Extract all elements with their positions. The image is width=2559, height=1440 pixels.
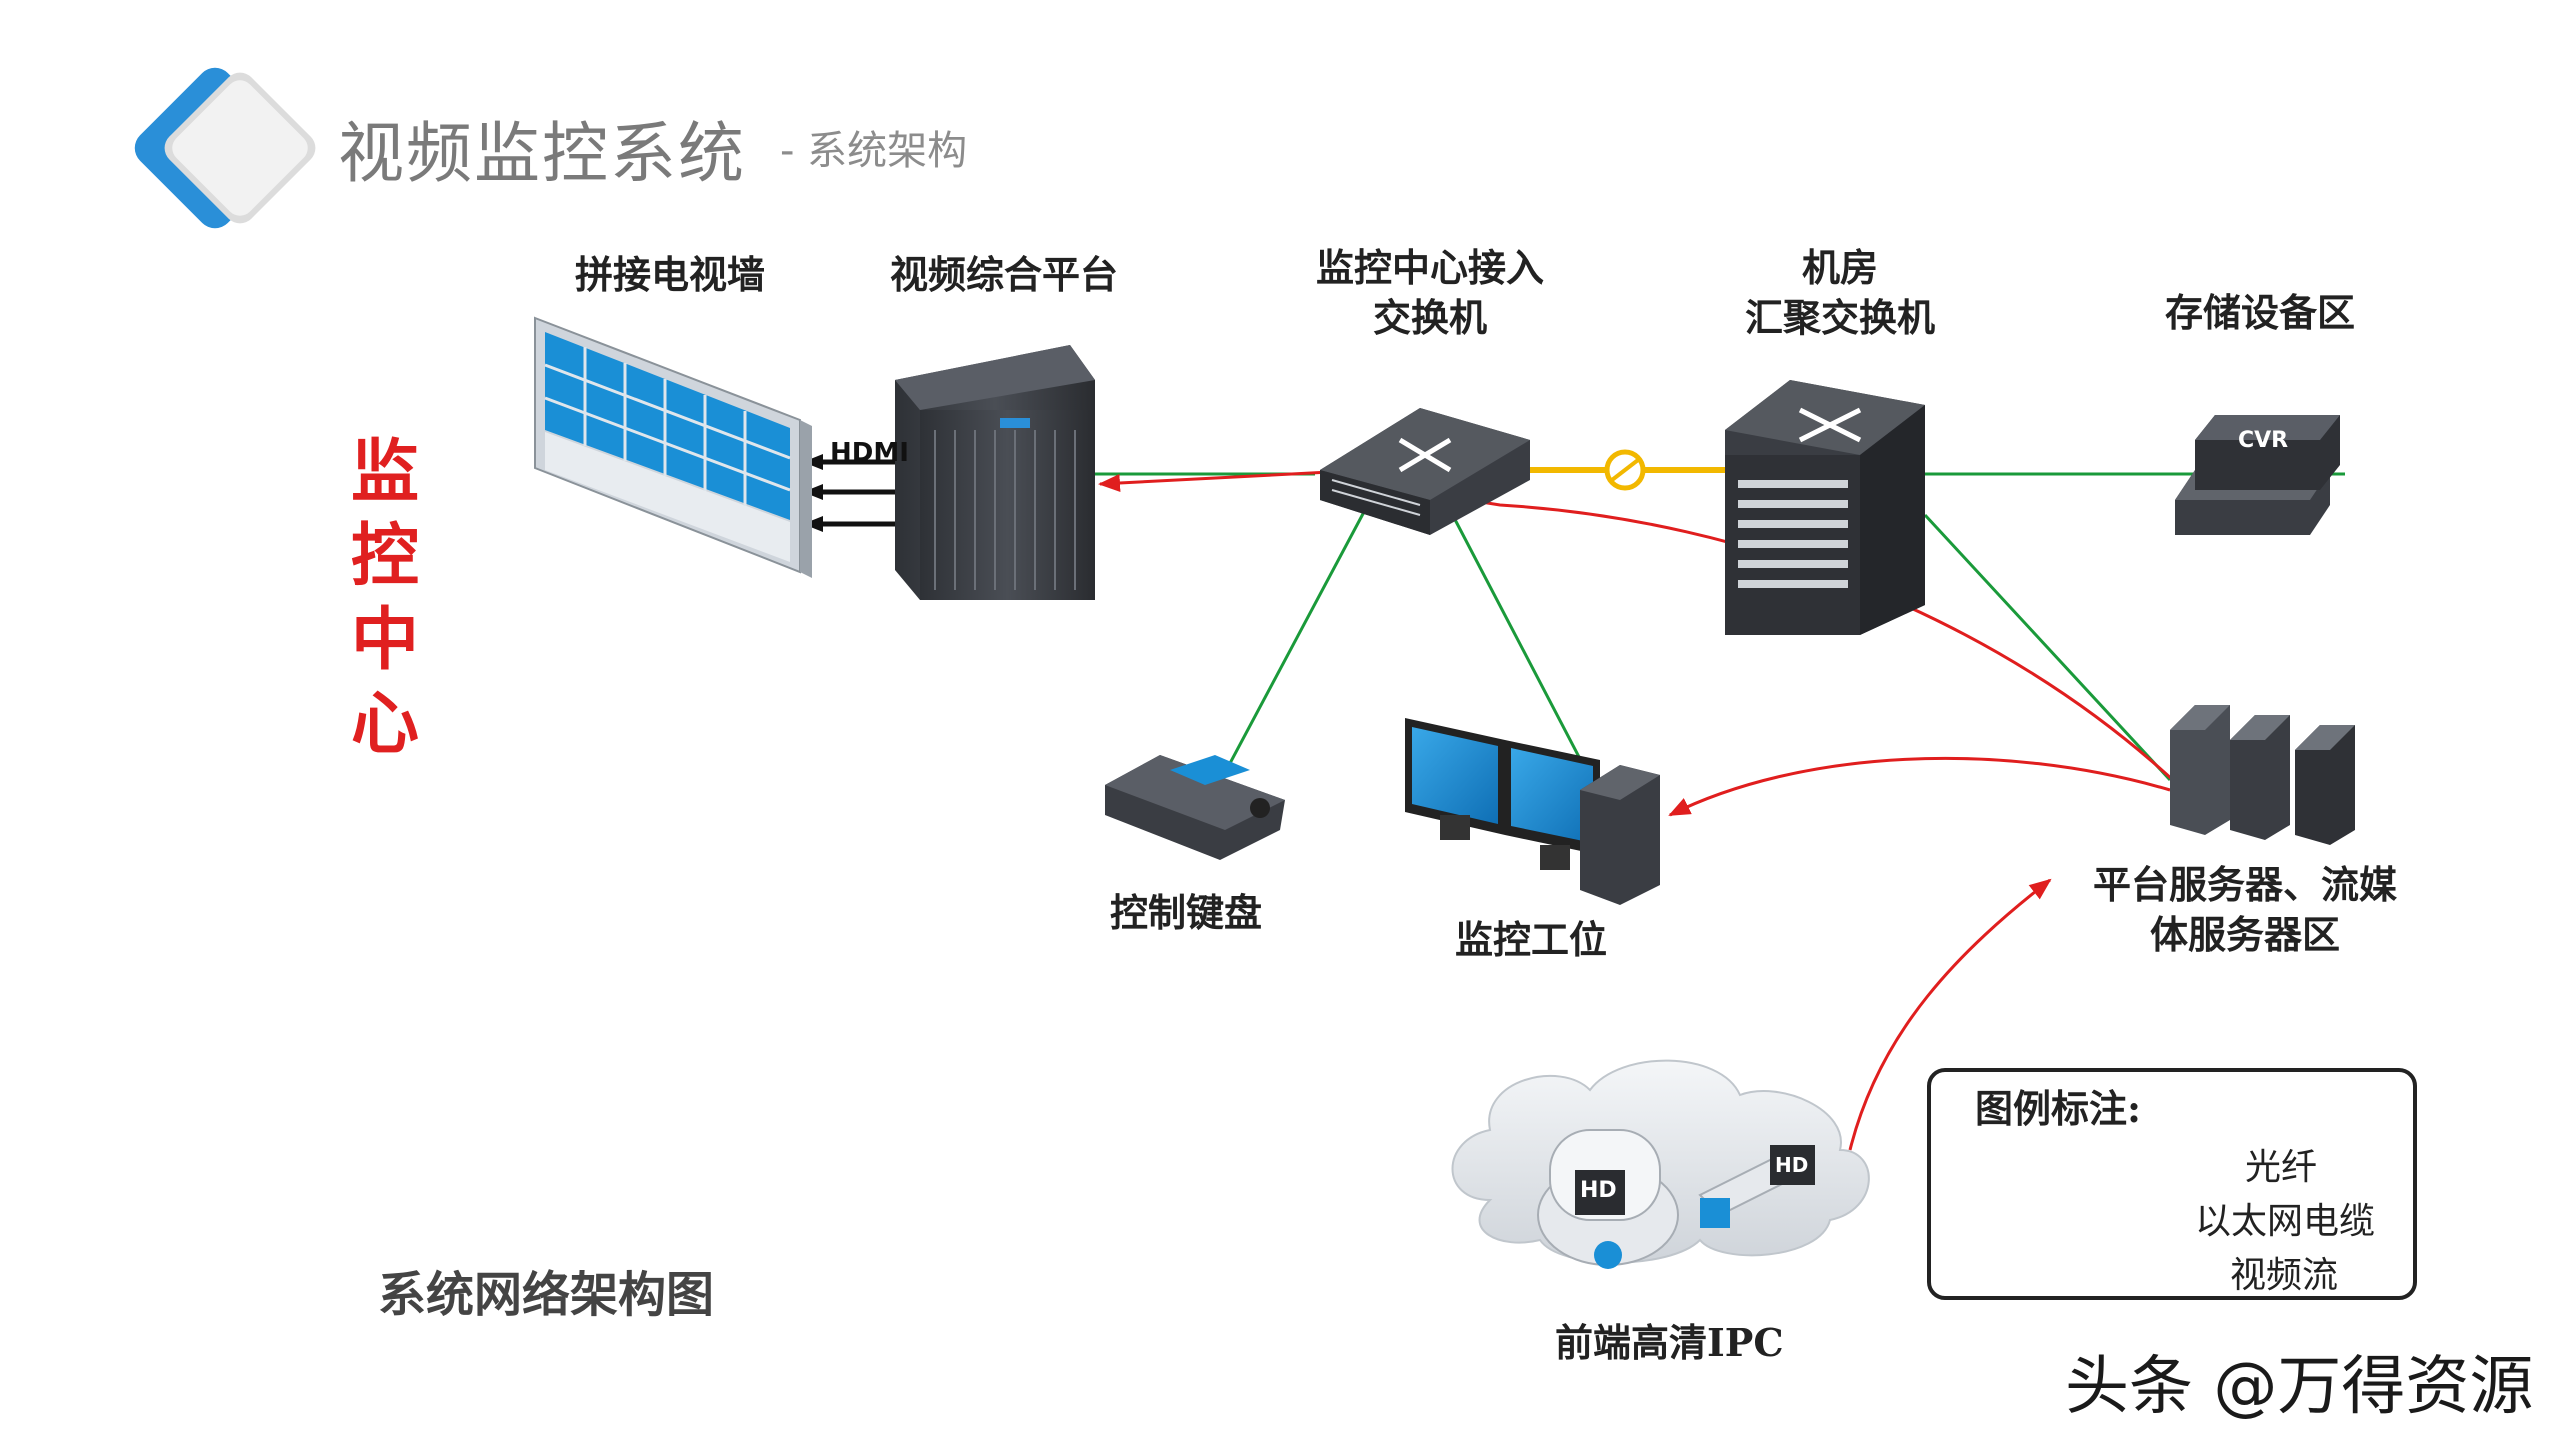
page-title: 视频监控系统 — [338, 115, 746, 192]
tv-wall-label: 拼接电视墙 — [575, 252, 766, 297]
workstation-label: 监控工位 — [1455, 917, 1608, 962]
keyboard-label: 控制键盘 — [1110, 890, 1263, 935]
watermark: 头条 @万得资源 — [2065, 1350, 2534, 1424]
access-switch-line1: 监控中心接入 — [1315, 245, 1544, 290]
access-switch-line2: 交换机 — [1372, 295, 1487, 340]
side-char: 心 — [350, 684, 419, 764]
core-switch-label: 机房 汇聚交换机 — [1720, 243, 1960, 343]
ethernet-line — [1218, 509, 1367, 783]
servers-label: 平台服务器、流媒 体服务器区 — [2085, 860, 2405, 960]
tv-wall-icon — [534, 316, 812, 578]
servers-line2: 体服务器区 — [2149, 912, 2340, 957]
storage-label: 存储设备区 — [2165, 290, 2356, 335]
side-char: 监 — [350, 432, 419, 512]
legend-item-video: 视频流 — [2230, 1255, 2339, 1296]
hdmi-label: HDMI — [830, 438, 909, 468]
side-char: 中 — [350, 600, 419, 680]
core-switch-icon — [1725, 380, 1925, 635]
access-switch-icon — [1320, 408, 1530, 535]
page-subtitle: - 系统架构 — [780, 128, 968, 174]
hd-badge: HD — [1775, 1153, 1809, 1177]
server-cluster-icon — [2170, 705, 2355, 845]
platform-rack-icon — [895, 345, 1095, 600]
platform-label: 视频综合平台 — [890, 252, 1119, 297]
diagram-caption: 系统网络架构图 — [378, 1267, 715, 1323]
core-switch-line2: 汇聚交换机 — [1744, 295, 1935, 340]
hd-badge: HD — [1580, 1178, 1617, 1203]
cvr-storage-icon — [2175, 415, 2340, 535]
legend-item-fiber: 光纤 — [2245, 1147, 2318, 1188]
workstation-icon — [1405, 718, 1660, 905]
core-switch-line1: 机房 — [1801, 245, 1878, 290]
ethernet-line — [1923, 513, 2172, 782]
ethernet-line — [1448, 509, 1592, 779]
ipc-label: 前端高清IPC — [1555, 1320, 1784, 1365]
control-keyboard-icon — [1105, 755, 1285, 860]
video-stream — [1668, 756, 2171, 817]
ipc-cloud-icon — [1451, 1059, 1870, 1269]
monitoring-center-label: 监 控 中 心 — [345, 430, 425, 766]
cvr-badge: CVR — [2238, 428, 2289, 453]
video-stream — [1848, 878, 2052, 1151]
side-char: 控 — [350, 516, 419, 596]
video-stream — [1098, 470, 1331, 492]
servers-line1: 平台服务器、流媒 — [2092, 862, 2397, 907]
legend-item-ethernet: 以太网电缆 — [2195, 1201, 2376, 1242]
access-switch-label: 监控中心接入 交换机 — [1310, 243, 1550, 343]
legend-title: 图例标注: — [1975, 1086, 2142, 1131]
legend-box — [1927, 1068, 2417, 1300]
